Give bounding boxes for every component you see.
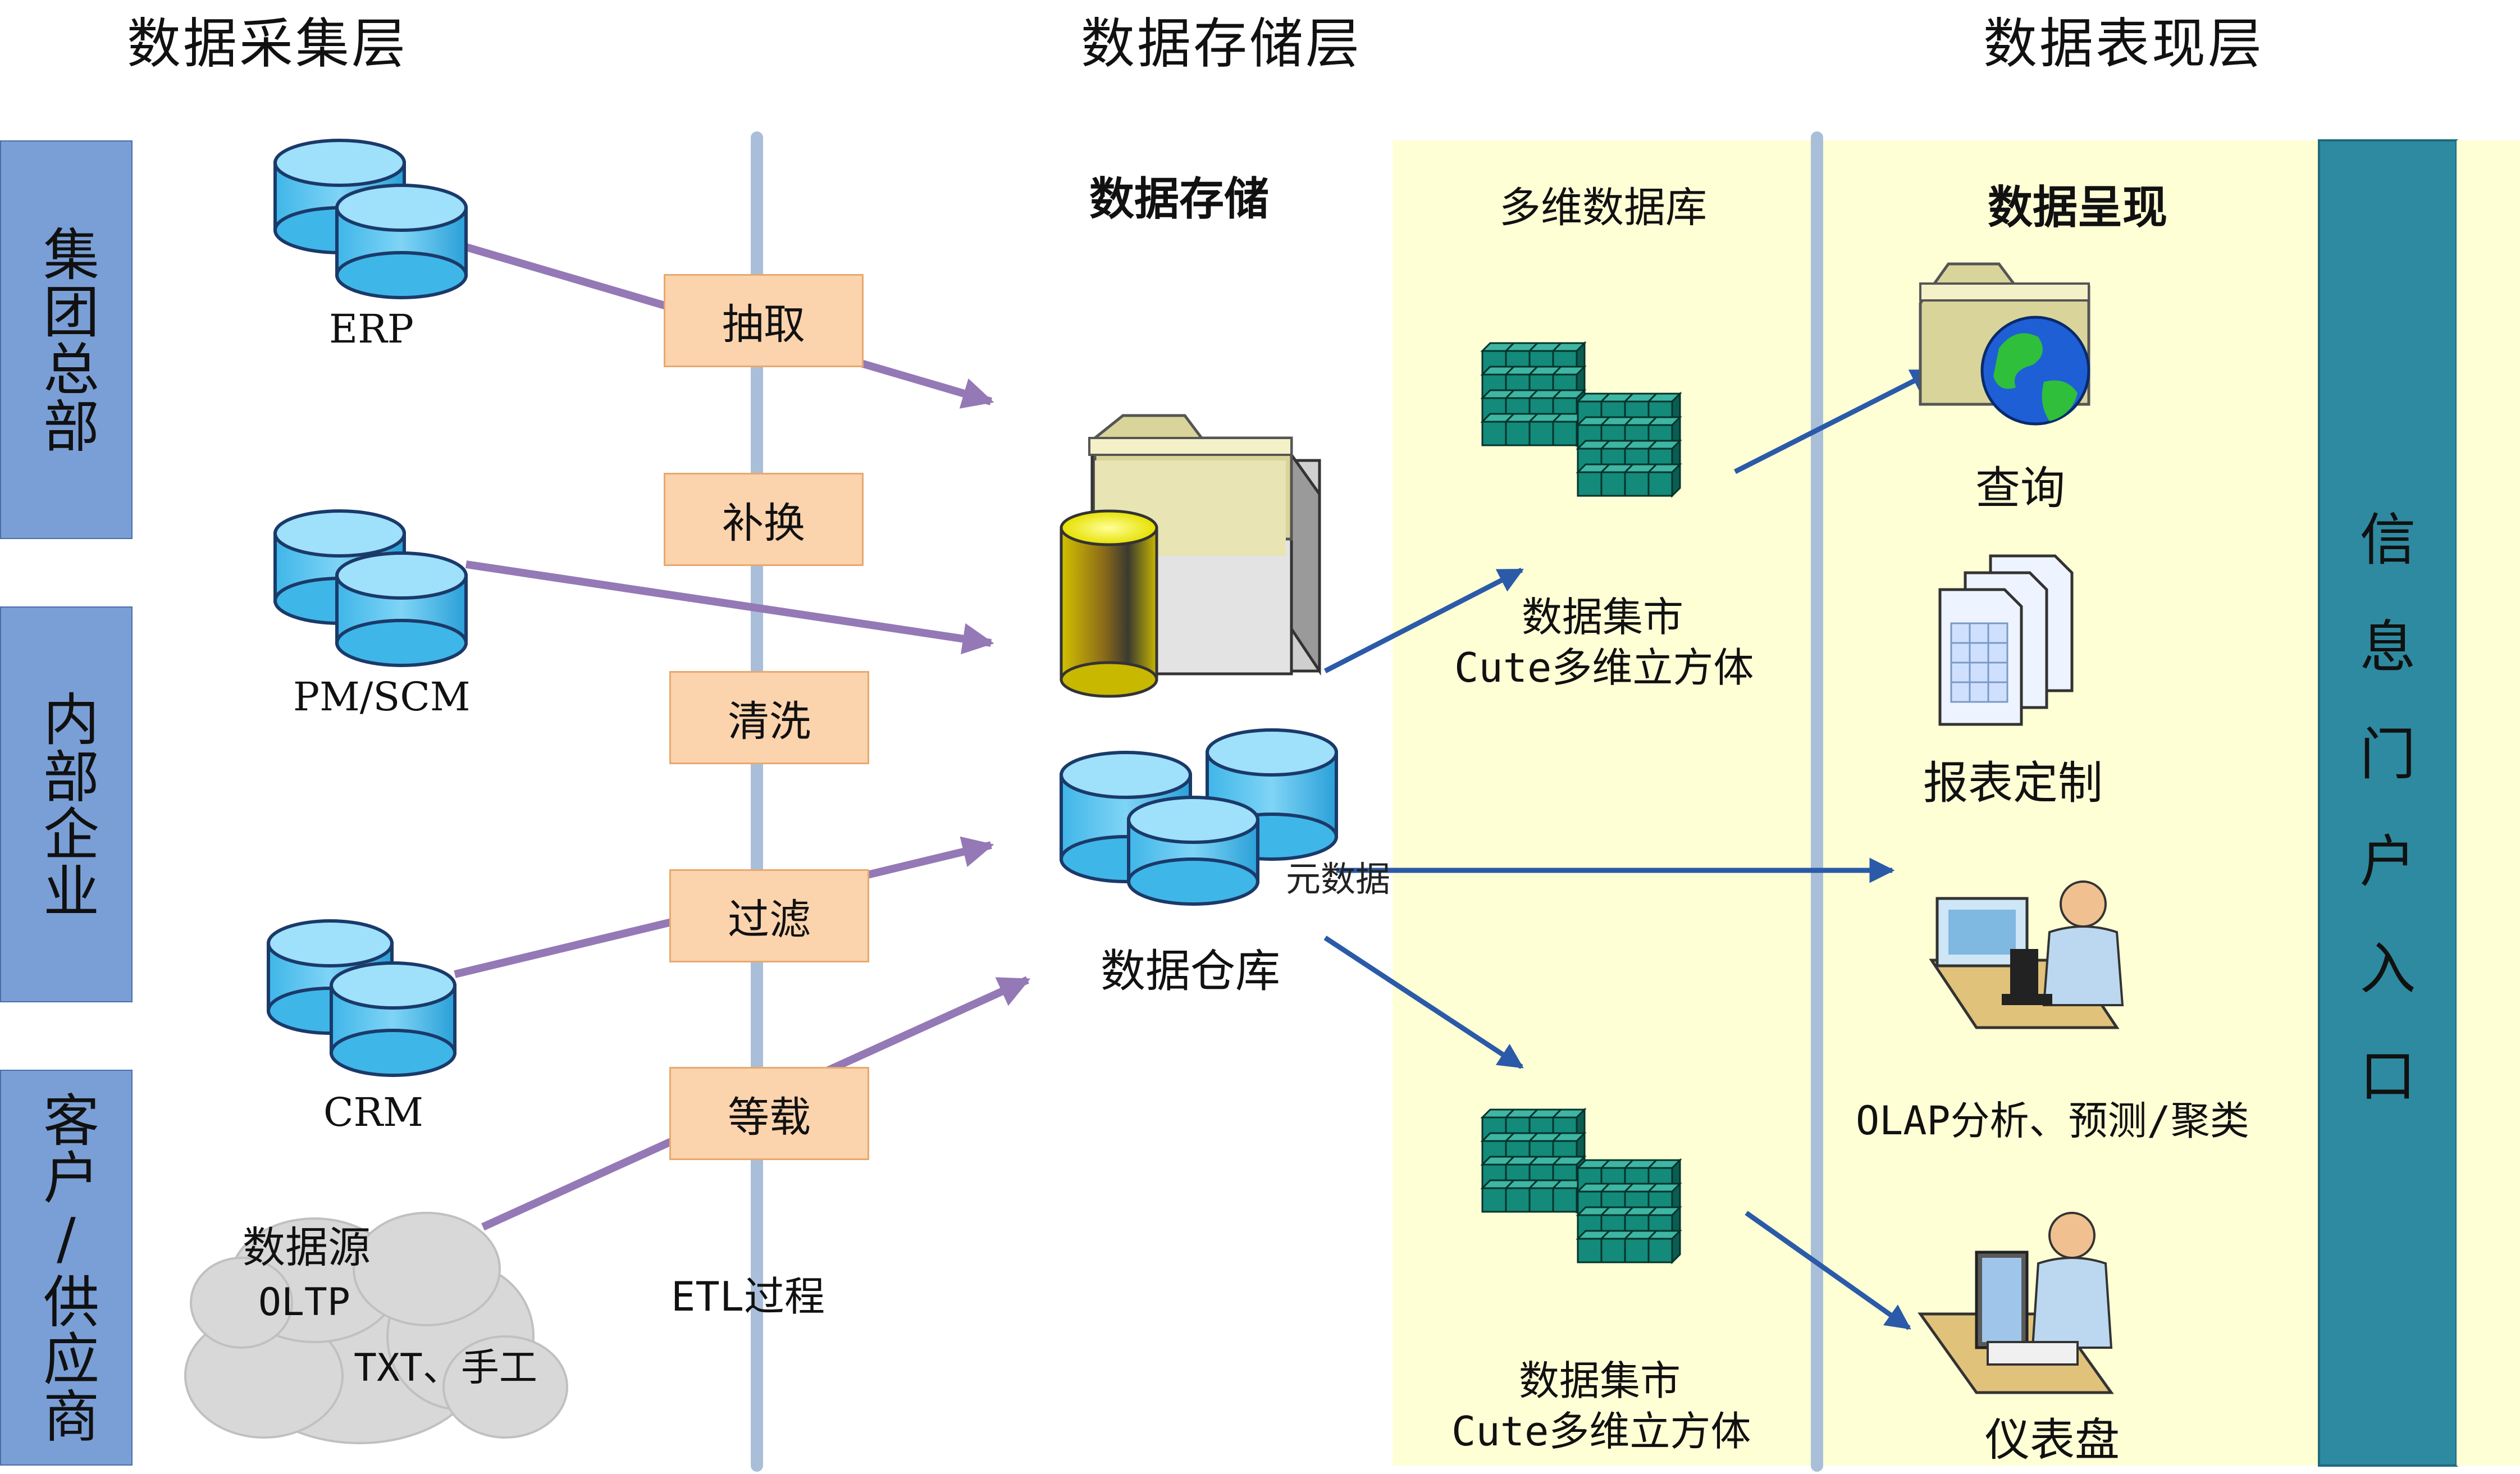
mart2-line2: Cute多维立方体 [1451,1408,1751,1455]
portal-char: 息 [2359,614,2416,680]
layer-title-collect: 数据采集层 [127,12,408,75]
cube-icon [1480,1107,1682,1265]
side-label-internal: 内部企业 [0,606,133,1002]
portal-char: 口 [2359,1043,2416,1109]
report-icon [1938,554,2074,726]
dashboard-label: 仪表盘 [1985,1414,2120,1466]
layer-title-storage: 数据存储层 [1081,12,1362,75]
side-label-hq: 集团总部 [0,140,133,539]
txt-label: TXT、手工 [354,1346,537,1390]
etl-process-label: ETL过程 [671,1273,825,1320]
folder-globe-icon [1919,262,2090,426]
olap-title: 多维数据库 [1499,184,1707,232]
warehouse-database-icon [1060,728,1338,906]
source-pmscm-label: PM/SCM [293,674,471,720]
mart2-line1: 数据集市 [1519,1357,1681,1404]
olap-analysis-label: OLAP分析、预测/聚类 [1856,1098,2249,1144]
erp-database-icon [273,139,468,299]
etl-step-clean: 清洗 [669,671,869,764]
portal-label: 信息门户入口 [2330,494,2445,1112]
portal-char: 入 [2359,936,2416,1002]
yellow-cylinder-icon [1060,509,1158,698]
analyst-icon [1929,880,2124,1029]
mart1-line1: 数据集市 [1522,594,1684,641]
portal-column [2318,139,2458,1467]
dashboard-icon [1918,1212,2114,1394]
olap-panel [1393,140,2323,1466]
storage-title: 数据存储 [1089,173,1269,225]
etl-step-filter: 过滤 [669,869,869,962]
portal-char: 户 [2359,829,2416,895]
etl-step-transform: 补换 [664,473,864,566]
portal-char: 信 [2359,507,2416,573]
etl-step-extract: 抽取 [664,274,864,367]
warehouse-label: 数据仓库 [1101,945,1280,997]
etl-step-load: 等载 [669,1067,869,1160]
cube-icon [1480,341,1682,498]
side-label-customer: 客户/供应商 [0,1070,133,1466]
source-crm-label: CRM [323,1089,423,1135]
query-label: 查询 [1975,462,2065,514]
pmscm-database-icon [273,509,468,667]
layer-title-present: 数据表现层 [1983,12,2264,75]
report-label: 报表定制 [1923,757,2103,809]
datasource-label: 数据源 [243,1222,371,1272]
presentation-title: 数据呈现 [1988,181,2167,234]
source-erp-label: ERP [329,306,414,352]
oltp-label: OLTP [258,1280,350,1325]
cloud-icon [184,1212,568,1444]
mart1-line2: Cute多维立方体 [1454,644,1754,691]
crm-database-icon [267,919,456,1077]
portal-char: 门 [2359,722,2416,787]
metadata-label: 元数据 [1286,859,1391,900]
